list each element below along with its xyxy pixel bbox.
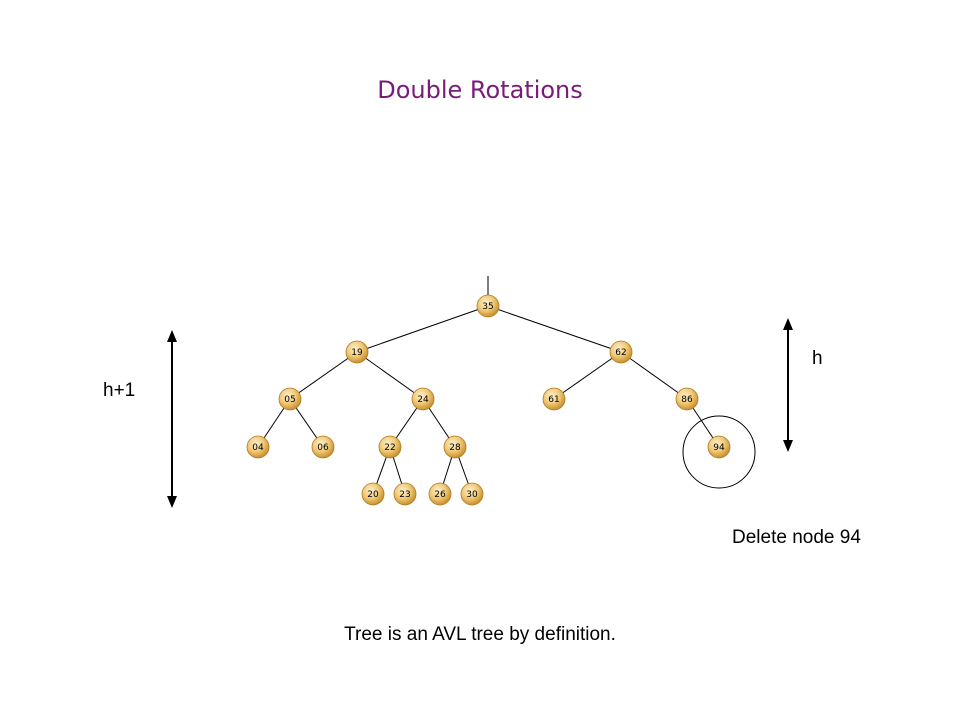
tree-edge-35-62 bbox=[487, 305, 622, 353]
tree-caption: Tree is an AVL tree by definition. bbox=[344, 624, 616, 645]
tree-node-circle bbox=[542, 387, 566, 411]
tree-node-label: 24 bbox=[417, 395, 429, 405]
tree-edge-62-61 bbox=[553, 351, 622, 400]
tree-node-circle bbox=[609, 340, 633, 364]
tree-node-circle bbox=[675, 387, 699, 411]
tree-node-circle bbox=[476, 294, 500, 318]
tree-node-label: 62 bbox=[615, 348, 626, 358]
delete-annotation: Delete node 94 bbox=[732, 527, 861, 548]
tree-node-circle bbox=[460, 482, 484, 506]
tree-node-26: 26 bbox=[428, 482, 452, 506]
tree-node-label: 61 bbox=[548, 395, 559, 405]
tree-node-circle bbox=[443, 435, 467, 459]
tree-node-circle bbox=[378, 435, 402, 459]
tree-node-label: 20 bbox=[367, 490, 379, 500]
tree-node-circle bbox=[278, 387, 302, 411]
tree-node-30: 30 bbox=[460, 482, 484, 506]
tree-node-label: 19 bbox=[351, 348, 363, 358]
tree-node-35: 35 bbox=[476, 294, 500, 318]
tree-node-label: 26 bbox=[434, 490, 446, 500]
tree-node-22: 22 bbox=[378, 435, 402, 459]
tree-node-circle bbox=[411, 387, 435, 411]
tree-node-circle bbox=[361, 482, 385, 506]
tree-node-label: 35 bbox=[482, 302, 493, 312]
right-height-arrow bbox=[783, 318, 793, 452]
tree-node-label: 06 bbox=[317, 443, 329, 453]
tree-edge-35-19 bbox=[356, 305, 489, 353]
tree-node-circle bbox=[311, 435, 335, 459]
tree-node-label: 94 bbox=[713, 443, 725, 453]
tree-node-19: 19 bbox=[345, 340, 369, 364]
tree-node-circle bbox=[428, 482, 452, 506]
tree-node-24: 24 bbox=[411, 387, 435, 411]
tree-edges bbox=[257, 305, 720, 495]
tree-node-label: 23 bbox=[399, 490, 410, 500]
tree-node-28: 28 bbox=[443, 435, 467, 459]
slide-title: Double Rotations bbox=[377, 76, 583, 104]
tree-node-circle bbox=[345, 340, 369, 364]
tree-node-label: 04 bbox=[252, 443, 264, 453]
tree-node-label: 05 bbox=[284, 395, 295, 405]
tree-edge-19-05 bbox=[289, 351, 358, 400]
tree-node-circle bbox=[393, 482, 417, 506]
tree-node-label: 30 bbox=[466, 490, 478, 500]
tree-node-circle bbox=[246, 435, 270, 459]
tree-node-label: 28 bbox=[449, 443, 461, 453]
tree-node-circle bbox=[707, 435, 731, 459]
tree-node-05: 05 bbox=[278, 387, 302, 411]
tree-node-94: 94 bbox=[707, 435, 731, 459]
tree-nodes: 35 19 62 05 24 61 86 04 06 22 28 94 20 23 26 30 bbox=[246, 294, 731, 506]
tree-edge-19-24 bbox=[356, 351, 424, 400]
tree-node-20: 20 bbox=[361, 482, 385, 506]
tree-node-23: 23 bbox=[393, 482, 417, 506]
left-height-label: h+1 bbox=[103, 380, 136, 401]
tree-node-62: 62 bbox=[609, 340, 633, 364]
tree-node-86: 86 bbox=[675, 387, 699, 411]
tree-node-06: 06 bbox=[311, 435, 335, 459]
tree-node-label: 86 bbox=[681, 395, 693, 405]
left-height-arrow bbox=[167, 330, 177, 508]
right-height-label: h bbox=[812, 348, 823, 369]
tree-node-04: 04 bbox=[246, 435, 270, 459]
tree-edge-62-86 bbox=[620, 351, 688, 400]
tree-node-61: 61 bbox=[542, 387, 566, 411]
deleted-node-highlight-circle bbox=[682, 415, 756, 489]
tree-node-label: 22 bbox=[384, 443, 395, 453]
